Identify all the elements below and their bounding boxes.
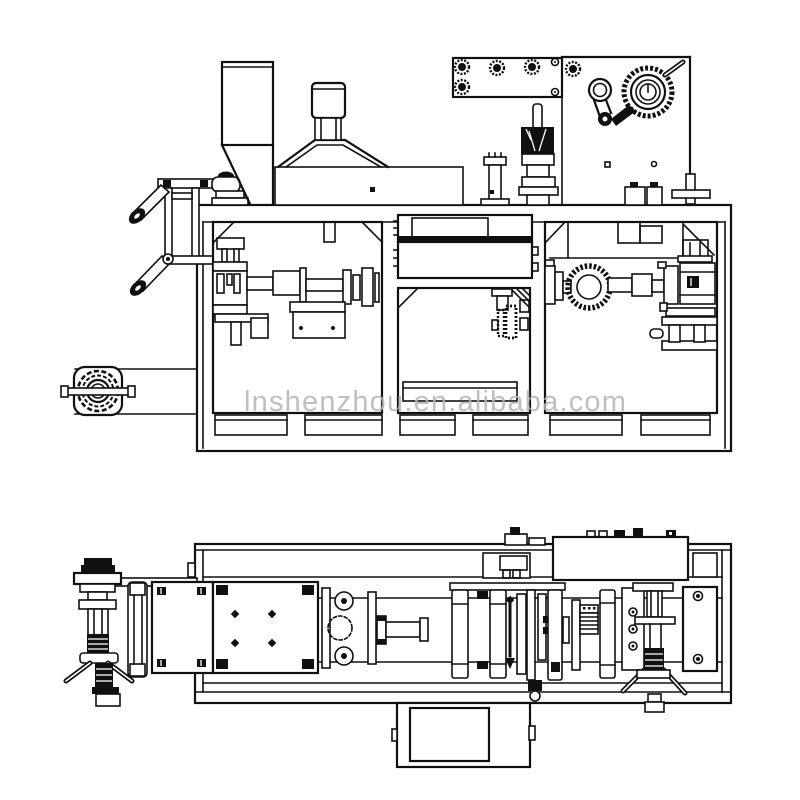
press-valve-assembly xyxy=(518,103,559,206)
plan-right-panel xyxy=(681,585,719,673)
front-view xyxy=(60,55,733,453)
valve-body xyxy=(521,127,554,154)
watermark: lnshenzhou.en.alibaba.com xyxy=(244,386,627,418)
plan-bolt-plate xyxy=(621,587,645,671)
plan-press-station xyxy=(571,589,616,679)
plan-jaw-unit xyxy=(321,587,377,669)
unwind-arm-assembly xyxy=(128,171,249,296)
handwheel-icon xyxy=(611,59,686,126)
plan-takeup-reel xyxy=(620,582,688,713)
crank-lever xyxy=(587,77,613,126)
film-reel xyxy=(60,365,198,417)
feeder-housing xyxy=(274,166,464,206)
plan-plate-a xyxy=(150,580,215,675)
reel-axle xyxy=(62,387,135,396)
plan-product-box xyxy=(391,701,536,769)
bolt-icon xyxy=(453,58,582,96)
main-hopper xyxy=(220,60,275,206)
forming-shaft xyxy=(246,267,380,307)
window-forming-station xyxy=(211,220,384,436)
plan-left-spindle xyxy=(63,558,198,707)
plan-top-fittings xyxy=(482,527,718,582)
plan-view xyxy=(63,527,733,769)
top-fittings xyxy=(604,160,711,206)
plan-bottom-latch xyxy=(528,680,542,702)
plan-roller-column xyxy=(127,581,148,678)
plan-roller-cluster xyxy=(449,582,570,681)
control-panel xyxy=(451,55,692,207)
guide-roller xyxy=(211,176,241,193)
plan-center-shaft xyxy=(376,615,429,645)
feeder-unit xyxy=(274,81,464,206)
plan-plate-b xyxy=(211,580,320,675)
support-column xyxy=(480,152,510,206)
feeder-funnel xyxy=(276,138,390,169)
sprocket-icon xyxy=(491,304,518,340)
window-center-station xyxy=(393,213,539,436)
window-sealing-station xyxy=(543,220,719,436)
bolt-plate xyxy=(451,56,564,99)
plan-gearbox xyxy=(551,535,690,582)
